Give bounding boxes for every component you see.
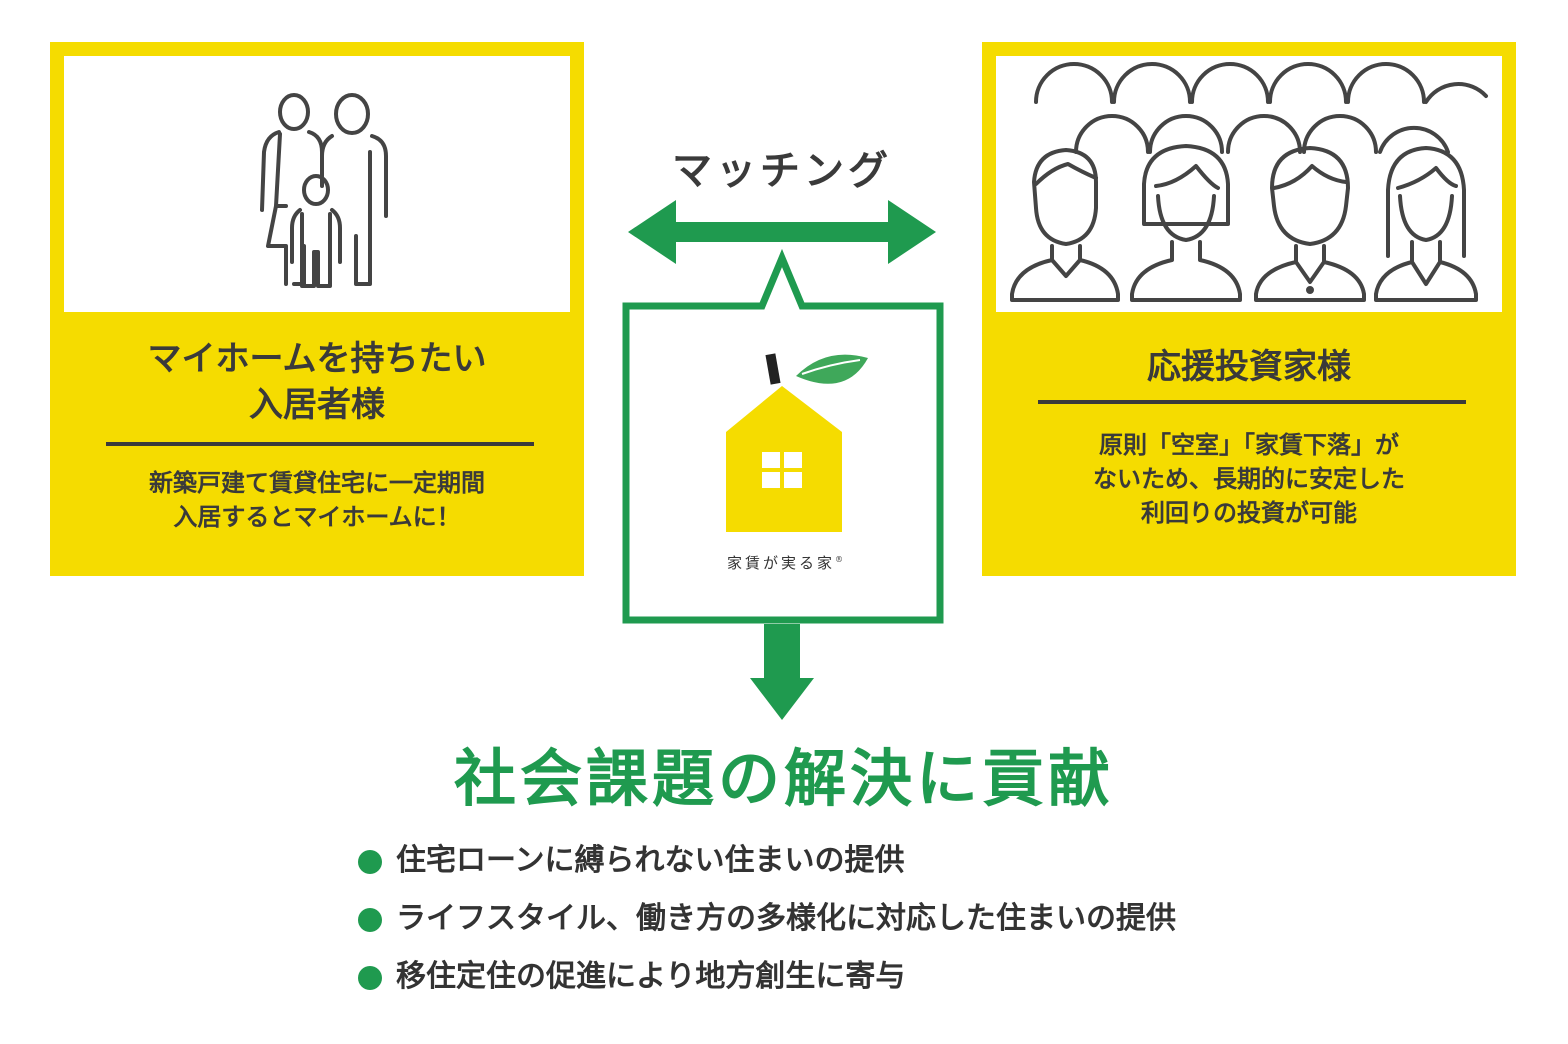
lemon-house-logo bbox=[726, 353, 868, 532]
investor-desc-line3: 利回りの投資が可能 bbox=[1141, 499, 1357, 527]
bullet-icon bbox=[358, 850, 382, 874]
investor-title: 応援投資家様 bbox=[1147, 347, 1351, 387]
bullet-icon bbox=[358, 908, 382, 932]
investor-desc-line1: 原則「空室」「家賃下落」が bbox=[1099, 431, 1399, 459]
benefit-item: 住宅ローンに縛られない住まいの提供 bbox=[358, 840, 1176, 898]
logo-caption: 家賃が実る家® bbox=[700, 552, 870, 573]
resident-divider bbox=[106, 442, 534, 446]
investors-crowd-icon bbox=[1010, 62, 1488, 302]
resident-desc-line1: 新築戸建て賃貸住宅に一定期間 bbox=[149, 469, 485, 497]
benefit-item: 移住定住の促進により地方創生に寄与 bbox=[358, 956, 1176, 1014]
investor-description: 原則「空室」「家賃下落」が ないため、長期的に安定した 利回りの投資が可能 bbox=[982, 428, 1516, 530]
resident-description: 新築戸建て賃貸住宅に一定期間 入居するとマイホームに！ bbox=[50, 466, 584, 534]
resident-title-line1: マイホームを持ちたい bbox=[147, 339, 487, 379]
benefit-text: 移住定住の促進により地方創生に寄与 bbox=[396, 959, 906, 994]
resident-title: マイホームを持ちたい 入居者様 bbox=[50, 336, 584, 428]
investor-desc-line2: ないため、長期的に安定した bbox=[1093, 465, 1405, 493]
investors-illustration-box bbox=[996, 56, 1502, 312]
benefits-list: 住宅ローンに縛られない住まいの提供 ライフスタイル、働き方の多様化に対応した住ま… bbox=[358, 840, 1176, 1014]
investor-panel: 応援投資家様 原則「空室」「家賃下落」が ないため、長期的に安定した 利回りの投… bbox=[982, 42, 1516, 576]
main-heading: 社会課題の解決に貢献 bbox=[453, 742, 1114, 815]
investor-divider bbox=[1038, 400, 1466, 404]
benefit-text: ライフスタイル、働き方の多様化に対応した住まいの提供 bbox=[396, 901, 1176, 936]
double-arrow-icon bbox=[628, 200, 936, 264]
resident-panel: マイホームを持ちたい 入居者様 新築戸建て賃貸住宅に一定期間 入居するとマイホー… bbox=[50, 42, 584, 576]
bullet-icon bbox=[358, 966, 382, 990]
logo-caption-text: 家賃が実る家 bbox=[726, 554, 835, 572]
family-illustration-box bbox=[64, 56, 570, 312]
resident-title-line2: 入居者様 bbox=[249, 385, 385, 425]
down-arrow-icon bbox=[750, 624, 814, 720]
matching-label: マッチング bbox=[672, 148, 892, 194]
benefit-item: ライフスタイル、働き方の多様化に対応した住まいの提供 bbox=[358, 898, 1176, 956]
resident-desc-line2: 入居するとマイホームに！ bbox=[173, 503, 461, 531]
registered-mark: ® bbox=[835, 555, 843, 564]
benefit-text: 住宅ローンに縛られない住まいの提供 bbox=[396, 843, 905, 878]
family-icon bbox=[260, 93, 388, 288]
